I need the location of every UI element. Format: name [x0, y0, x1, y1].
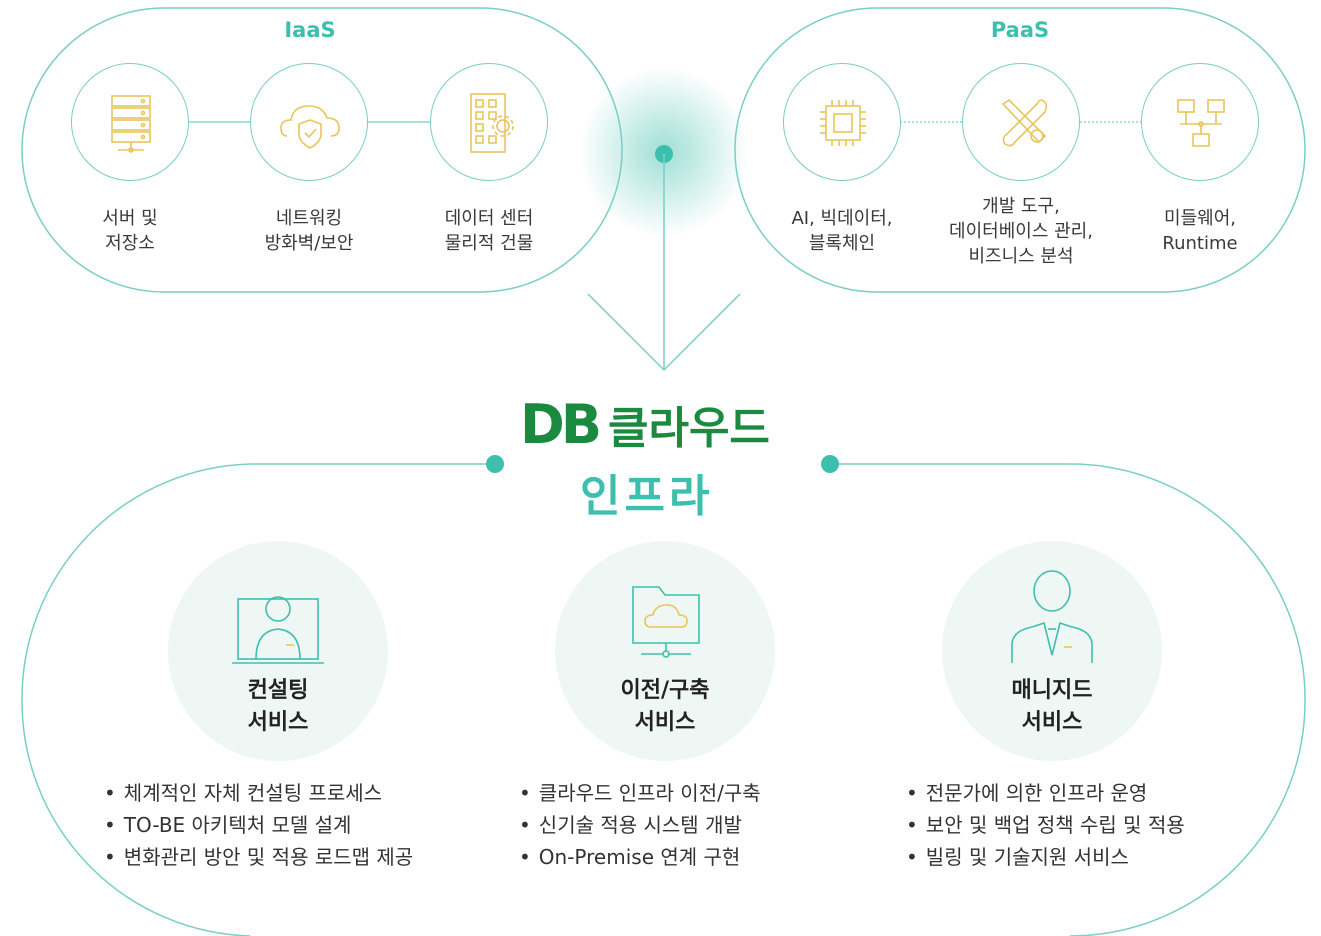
center-title-text: 클라우드	[607, 403, 770, 454]
list-item: 전문가에 의한 인프라 운영	[906, 777, 1185, 809]
tools-icon	[1001, 98, 1048, 147]
paas-label-devtools: 개발 도구, 데이터베이스 관리, 비즈니스 분석	[949, 196, 1093, 267]
server-storage-icon	[111, 95, 151, 153]
center-title: DB 클라우드	[520, 392, 820, 456]
paas-label-ai: AI, 빅데이터, 블록체인	[791, 208, 893, 254]
manager-icon	[1011, 570, 1093, 663]
iaas-label-network: 네트워킹 방화벽/보안	[264, 208, 354, 254]
center-subtitle: 인프라	[580, 471, 714, 522]
list-item: 클라우드 인프라 이전/구축	[519, 777, 761, 809]
services-pill	[21, 463, 1306, 936]
service-circle-managed: 매니지드 서비스	[942, 541, 1162, 761]
right-dot	[821, 455, 839, 473]
network-icon	[1177, 99, 1225, 147]
iaas-label-datacenter: 데이터 센터 물리적 건물	[444, 208, 534, 254]
service-title-consulting: 컨설팅 서비스	[247, 678, 309, 735]
building-gear-icon	[470, 93, 514, 153]
list-item: 변화관리 방안 및 적용 로드맵 제공	[104, 841, 413, 873]
iaas-node-datacenter	[430, 63, 548, 181]
cloud-folder-icon	[632, 586, 700, 658]
paas-node-devtools	[962, 63, 1080, 181]
paas-node-middleware	[1141, 63, 1259, 181]
iaas-label-server: 서버 및 저장소	[102, 208, 158, 254]
db-logo: DB	[520, 392, 602, 456]
list-item: 체계적인 자체 컨설팅 프로세스	[104, 777, 413, 809]
bullet-list-managed: 전문가에 의한 인프라 운영 보안 및 백업 정책 수립 및 적용 빌링 및 기…	[906, 777, 1185, 873]
list-item: On-Premise 연계 구현	[519, 841, 761, 873]
service-title-migration: 이전/구축 서비스	[620, 678, 710, 735]
service-circle-consulting: 컨설팅 서비스	[168, 541, 388, 761]
iaas-node-network	[250, 63, 368, 181]
iaas-node-server	[71, 63, 189, 181]
paas-title: PaaS	[990, 18, 1050, 42]
service-circle-migration: 이전/구축 서비스	[555, 541, 775, 761]
service-title-managed: 매니지드 서비스	[1011, 678, 1093, 735]
iaas-title: IaaS	[284, 18, 336, 42]
chip-icon	[820, 100, 866, 146]
cloud-shield-icon	[280, 105, 340, 149]
list-item: TO-BE 아키텍처 모델 설계	[104, 809, 413, 841]
list-item: 빌링 및 기술지원 서비스	[906, 841, 1185, 873]
paas-pill	[734, 7, 1306, 293]
left-dot	[486, 455, 504, 473]
bullet-list-migration: 클라우드 인프라 이전/구축 신기술 적용 시스템 개발 On-Premise …	[519, 777, 761, 873]
bullet-list-consulting: 체계적인 자체 컨설팅 프로세스 TO-BE 아키텍처 모델 설계 변화관리 방…	[104, 777, 413, 873]
paas-node-ai	[783, 63, 901, 181]
list-item: 신기술 적용 시스템 개발	[519, 809, 761, 841]
consultant-icon	[232, 596, 324, 664]
paas-label-middleware: 미들웨어, Runtime	[1162, 208, 1238, 254]
iaas-pill	[21, 7, 623, 293]
list-item: 보안 및 백업 정책 수립 및 적용	[906, 809, 1185, 841]
